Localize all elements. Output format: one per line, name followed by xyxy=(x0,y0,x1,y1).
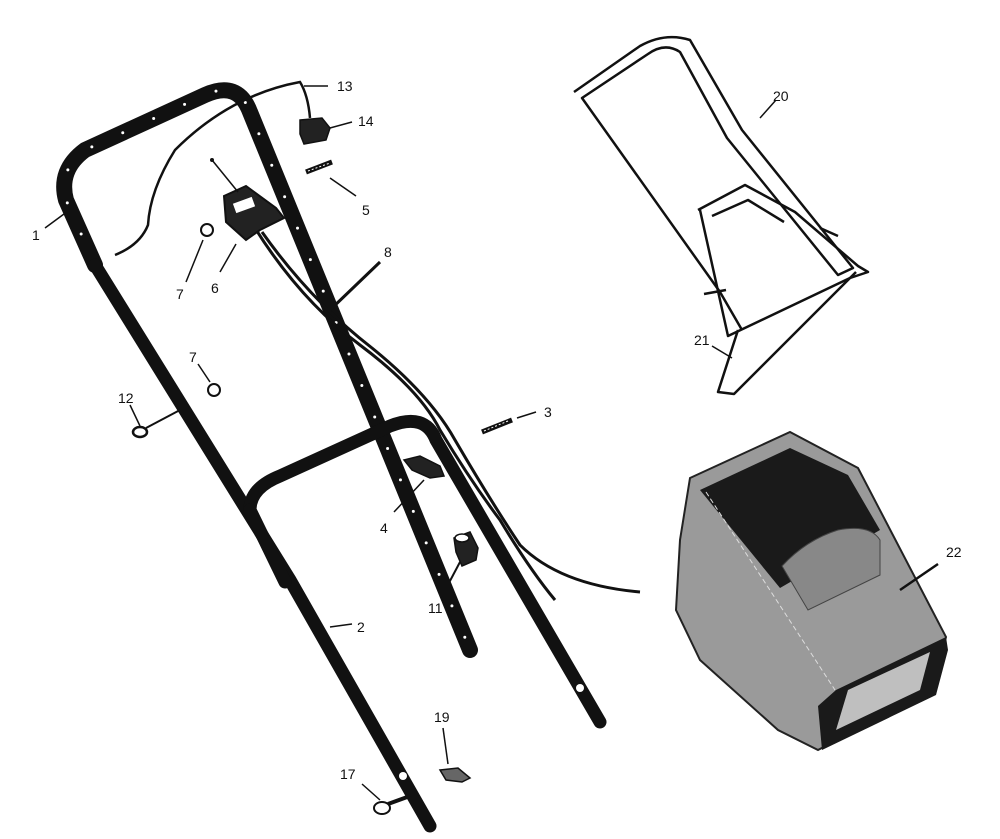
callout-5: 5 xyxy=(362,202,370,218)
callout-14: 14 xyxy=(358,113,374,129)
callout-20: 20 xyxy=(773,88,789,104)
callout-19: 19 xyxy=(434,709,450,725)
wing-nut-lower xyxy=(438,767,472,783)
grass-bag-frame xyxy=(573,35,870,396)
carriage-bolt-middle xyxy=(481,417,513,435)
eyebolt xyxy=(131,409,181,439)
callout-7-upper: 7 xyxy=(176,286,184,302)
callout-2: 2 xyxy=(357,619,365,635)
wing-nut-upper xyxy=(402,455,446,479)
control-lever-assembly xyxy=(210,158,286,242)
hex-nut-lower xyxy=(207,383,221,397)
hex-nut-upper xyxy=(200,223,214,237)
callout-6: 6 xyxy=(211,280,219,296)
callout-22: 22 xyxy=(946,544,962,560)
upper-handle xyxy=(56,82,478,658)
callout-1: 1 xyxy=(32,227,40,243)
callout-17: 17 xyxy=(340,766,356,782)
handle-spacer xyxy=(453,531,479,567)
callout-13: 13 xyxy=(337,78,353,94)
callout-12: 12 xyxy=(118,390,134,406)
callout-7-lower: 7 xyxy=(189,349,197,365)
lower-handle xyxy=(88,258,607,833)
callout-8: 8 xyxy=(384,244,392,260)
callout-3: 3 xyxy=(544,404,552,420)
control-cable xyxy=(253,227,641,601)
callout-21: 21 xyxy=(694,332,710,348)
leader-lines xyxy=(44,85,939,801)
callout-labels: 1 2 3 4 5 6 7 7 8 11 12 13 14 17 19 20 2… xyxy=(32,78,962,782)
carriage-bolt-lower xyxy=(373,794,411,815)
grass-bag xyxy=(674,430,948,752)
callout-4: 4 xyxy=(380,520,388,536)
cable-clip xyxy=(299,117,331,145)
carriage-bolt-upper xyxy=(305,159,333,175)
engine-stop-wire xyxy=(114,80,312,257)
callout-11: 11 xyxy=(428,600,443,616)
